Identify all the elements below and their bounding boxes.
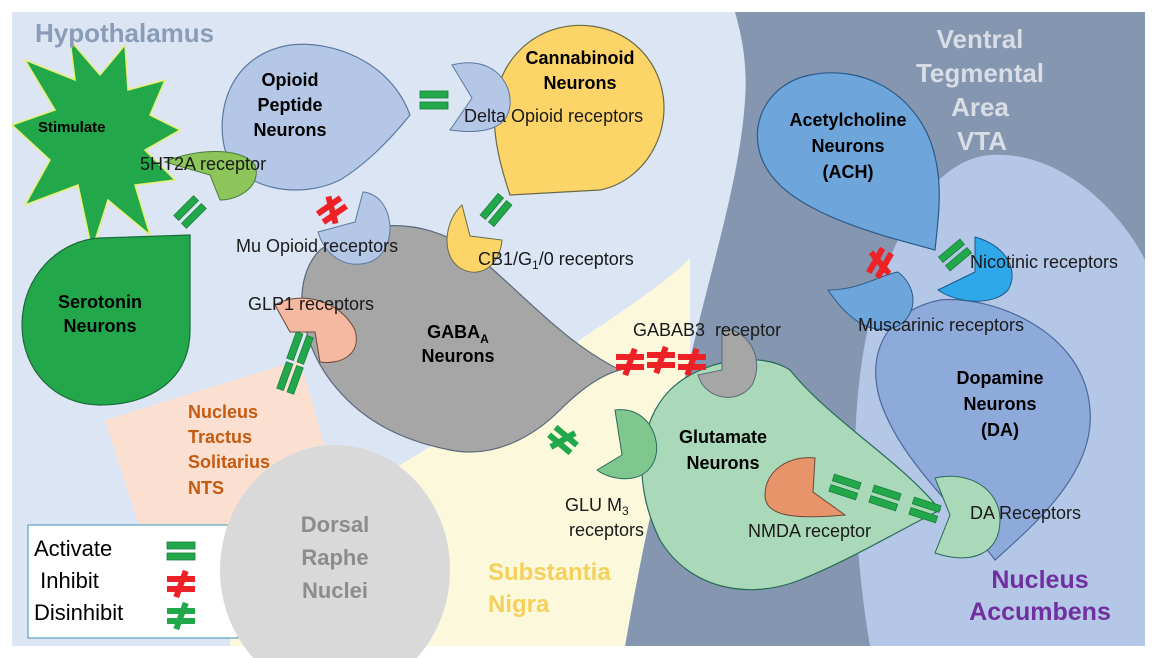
legend-label: Disinhibit [34,600,123,625]
dorsal-raphe-label-line: Raphe [301,545,368,570]
receptor-glu-m3-label: GLU M3 receptors [565,495,644,540]
substantia-nigra-label-line: Nigra [488,591,550,618]
dopamine-neuron-label-line: (DA) [981,420,1019,440]
cannabinoid-neuron-label: Cannabinoid Neurons [526,48,635,93]
vta-label-line: VTA [957,126,1007,156]
glutamate-neuron-label: Glutamate Neurons [679,427,767,473]
dopamine-neuron-label-line: Dopamine [956,368,1043,388]
gaba-subscript: A [480,332,489,346]
serotonin-neuron-label: Serotonin Neurons [58,292,142,336]
opioid-neuron [221,43,411,191]
legend: Activate Inhibit Disinhibit [34,536,196,631]
legend-label: Inhibit [34,568,99,593]
nts-label-line: Solitarius [188,452,270,472]
receptor-glp1 [274,297,357,364]
legend-label: Activate [34,536,112,561]
receptor-muscarinic-label: Muscarinic receptors [858,315,1024,335]
receptor-cb1 [446,204,503,273]
legend-item-disinhibit: Disinhibit [34,600,195,631]
opioid-neuron-label-line: Opioid [262,70,319,90]
vta-label-line: Tegmental [916,58,1044,88]
receptor-nmda [764,457,847,518]
legend-item-activate: Activate [34,536,196,561]
gaba-neuron-label-line: Neurons [421,346,494,366]
glutamate-neuron-label-line: Neurons [686,453,759,473]
receptor-da-label: DA Receptors [970,503,1081,523]
serotonin-neuron [21,234,191,406]
acetylcholine-neuron-label-line: Acetylcholine [789,110,906,130]
cb1-label-pre: CB1/G [478,249,532,269]
cannabinoid-neuron-label-line: Cannabinoid [526,48,635,68]
nucleus-accumbens-label: Nucleus Accumbens [969,566,1111,626]
hypothalamus-label: Hypothalamus [35,18,214,48]
substantia-nigra-label: Substantia Nigra [488,559,611,618]
acetylcholine-neuron-label-line: (ACH) [823,162,874,182]
gaba-main-text: GABA [427,322,480,342]
legend-box [27,524,239,639]
receptor-muscarinic [827,271,914,330]
opioid-neuron-label-line: Neurons [253,120,326,140]
gaba-neuron-label: GABAA Neurons [421,322,494,366]
nucleus-accumbens-label-line: Nucleus [991,566,1088,594]
svg-text:GLU M3: GLU M3 [565,495,629,518]
dopamine-neuron-label: Dopamine Neurons (DA) [956,368,1043,440]
receptor-gabab3-label: GABAB3 receptor [633,320,781,340]
glu-m3-label-line: receptors [569,520,644,540]
receptor-da [934,475,1001,559]
cb1-subscript: 1 [532,258,539,272]
receptor-nicotinic-label: Nicotinic receptors [970,252,1118,272]
receptor-glp1-label: GLP1 receptors [248,294,374,314]
receptor-delta-opioid-label: Delta Opioid receptors [464,106,643,126]
cb1-label-post: /0 receptors [539,249,634,269]
stimulate-label: Stimulate [38,119,106,136]
glu-m3-subscript: 3 [622,504,629,518]
svg-text:GABAA: GABAA [427,322,489,346]
acetylcholine-neuron-label: Acetylcholine Neurons (ACH) [789,110,906,182]
receptor-delta-opioid [449,62,511,133]
opioid-neuron-label-line: Peptide [257,95,322,115]
receptor-mu-opioid-label: Mu Opioid receptors [236,236,398,256]
receptor-glu-m3 [596,409,658,480]
receptor-cb1-label: CB1/G1/0 receptors [478,249,634,272]
nts-label-line: Nucleus [188,402,258,422]
receptor-mu-opioid [317,191,391,265]
dorsal-raphe-label-line: Nuclei [302,578,368,603]
receptor-nicotinic [937,236,1013,302]
serotonin-neuron-label-line: Serotonin [58,292,142,312]
substantia-nigra-label-line: Substantia [488,559,611,586]
vta-label-line: Area [951,92,1009,122]
dopamine-neuron [875,298,1091,561]
nts-label-line: NTS [188,478,224,498]
receptor-gabab3 [697,327,758,398]
dorsal-raphe-label-line: Dorsal [301,512,369,537]
nts-label-line: Tractus [188,427,252,447]
stimulate-star [10,37,182,253]
receptor-5ht2a [163,151,257,201]
dorsal-raphe-label: Dorsal Raphe Nuclei [301,512,369,603]
vta-label: Ventral Tegmental Area VTA [916,24,1044,156]
opioid-neuron-label: Opioid Peptide Neurons [253,70,326,140]
glutamate-neuron-label-line: Glutamate [679,427,767,447]
receptor-nmda-label: NMDA receptor [748,521,871,541]
cannabinoid-neuron-label-line: Neurons [543,73,616,93]
acetylcholine-neuron-label-line: Neurons [811,136,884,156]
vta-label-line: Ventral [937,24,1024,54]
glu-m3-label-pre: GLU M [565,495,622,515]
serotonin-neuron-label-line: Neurons [63,316,136,336]
receptor-5ht2a-label: 5HT2A receptor [140,154,266,174]
acetylcholine-neuron [756,72,940,251]
dorsal-raphe-region [220,445,450,658]
nts-label: Nucleus Tractus Solitarius NTS [188,402,270,498]
nucleus-accumbens-label-line: Accumbens [969,598,1111,626]
dopamine-neuron-label-line: Neurons [963,394,1036,414]
legend-item-inhibit: Inhibit [34,568,195,599]
